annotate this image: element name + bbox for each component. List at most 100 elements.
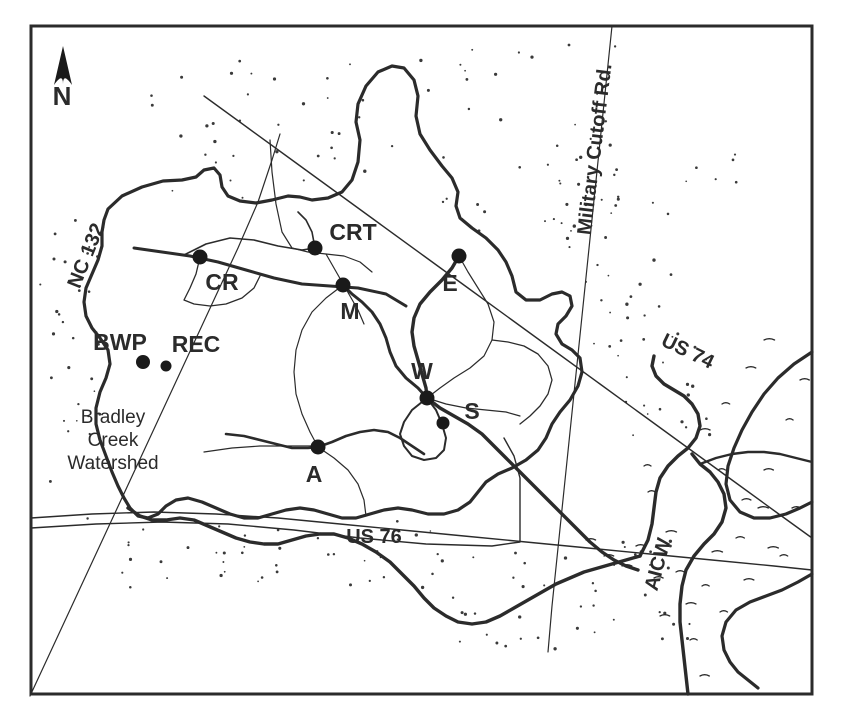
stipple-dot (691, 384, 695, 388)
stipple-dot (326, 76, 329, 80)
stipple-dot (560, 222, 563, 225)
stipple-dot (218, 525, 221, 528)
stipple-dot (733, 153, 737, 156)
stipple-dot (574, 123, 576, 126)
stipple-dot (214, 161, 217, 164)
stipple-dot (543, 584, 546, 587)
sampling-site-m[interactable] (335, 277, 351, 293)
sound-shore-right (698, 450, 814, 466)
stipple-dot (619, 339, 623, 342)
water-tick (665, 530, 678, 533)
stipple-dot (519, 637, 522, 640)
stipple-dot (349, 583, 352, 587)
site-marker-dot[interactable] (419, 390, 435, 406)
stipple-dot (680, 420, 684, 424)
water-tick (635, 544, 646, 547)
site-marker-dot[interactable] (307, 240, 323, 256)
stipple-dot (71, 336, 75, 340)
aicw-channel-west-bank (638, 354, 702, 558)
stipple-dot (649, 550, 652, 554)
sampling-site-bwp[interactable] (136, 355, 150, 369)
road-us-74-south-leg (30, 511, 813, 571)
stipple-dot (555, 144, 559, 148)
sampling-site-crt[interactable] (307, 240, 323, 256)
site-marker-dot[interactable] (136, 355, 150, 369)
stipple-dot (241, 196, 244, 199)
stipple-dot (666, 212, 670, 216)
stipple-dot (229, 179, 232, 182)
stipple-dot (686, 393, 690, 397)
stipple-dot (666, 566, 670, 570)
stipple-dot (693, 345, 697, 349)
stipple-dot (87, 290, 91, 293)
stipple-dot (592, 604, 595, 607)
stipple-dot (660, 637, 664, 641)
stipple-dot (159, 560, 163, 564)
bradley-creek-west-branch (341, 283, 429, 400)
stipple-dot (213, 139, 217, 144)
stipple-dot (166, 577, 169, 580)
stipple-dot (414, 533, 418, 537)
sampling-site-rec[interactable] (160, 360, 172, 372)
sampling-site-w[interactable] (419, 390, 435, 406)
sampling-site-a[interactable] (310, 439, 326, 455)
site-label-bwp: BWP (93, 329, 147, 355)
water-tick (689, 638, 698, 641)
water-tick (767, 546, 780, 549)
stipple-dot (204, 153, 207, 156)
stipple-dot (523, 561, 526, 565)
stipple-dot (684, 426, 688, 429)
stipple-dot (232, 154, 235, 158)
stipple-dot (272, 77, 277, 81)
stipple-dot (327, 553, 330, 556)
north-arrow-group: N (53, 46, 72, 111)
sampling-site-e[interactable] (451, 248, 467, 264)
water-tick (701, 584, 710, 587)
stipple-dot (708, 433, 712, 437)
site-marker-dot[interactable] (335, 277, 351, 293)
site-label-cr: CR (205, 269, 239, 295)
road-nc-132 (29, 133, 281, 697)
map-frame-border (29, 24, 814, 696)
water-tick (735, 536, 746, 539)
parcel-line-e-west (426, 255, 495, 399)
stipple-dot (465, 78, 469, 81)
water-tick (699, 674, 710, 677)
stipple-dot (651, 201, 654, 204)
stipple-dot (646, 413, 649, 415)
water-tick (721, 402, 731, 405)
water-tick (763, 338, 776, 341)
stipple-dot (625, 302, 629, 306)
stipple-dot (472, 556, 475, 559)
sampling-site-cr[interactable] (192, 249, 208, 265)
road-crt-stub (297, 211, 316, 249)
road-us-76 (30, 437, 521, 547)
stipple-dot (616, 197, 620, 201)
stipple-dot (277, 123, 280, 126)
site-marker-dot[interactable] (436, 416, 450, 430)
stipple-dot (51, 332, 56, 336)
stipple-dot (275, 570, 279, 574)
stipple-dot (257, 580, 259, 583)
stipple-dot (128, 557, 133, 561)
site-marker-dot[interactable] (310, 439, 326, 455)
stipple-dot (600, 299, 603, 302)
stipple-dot (240, 551, 244, 555)
stipple-dot (55, 309, 59, 314)
stipple-dot (568, 246, 571, 249)
site-marker-dot[interactable] (451, 248, 467, 264)
site-label-e: E (442, 270, 457, 296)
sampling-site-s[interactable] (436, 416, 450, 430)
stipple-dot (609, 311, 612, 314)
stipple-dot (316, 154, 320, 158)
stipple-dot (643, 593, 647, 597)
stipple-dot (685, 382, 690, 386)
water-tick (757, 506, 770, 509)
site-marker-dot[interactable] (160, 360, 172, 372)
site-marker-dot[interactable] (192, 249, 208, 265)
stipple-dot (180, 75, 184, 79)
stipple-dot (243, 534, 247, 537)
road-us-74 (203, 95, 813, 539)
stipple-dot (436, 552, 439, 556)
stipple-dot (565, 236, 570, 241)
